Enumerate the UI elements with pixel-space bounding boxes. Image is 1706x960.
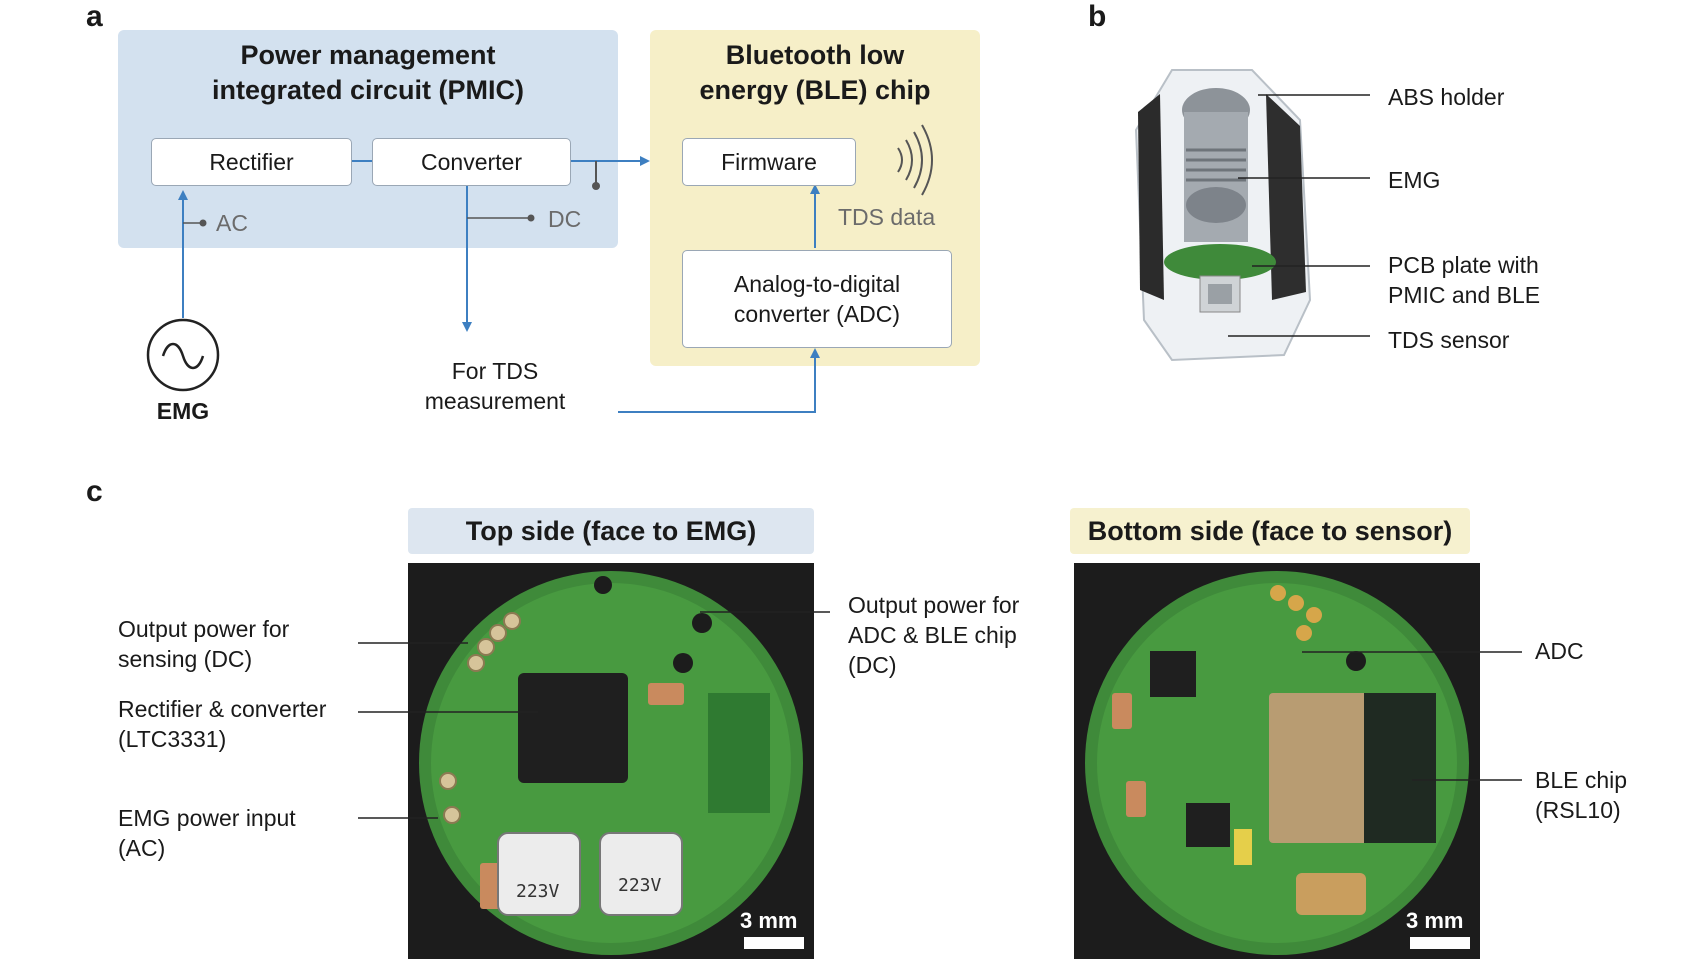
- panel-letter-b: b: [1088, 0, 1107, 33]
- bottom-side-header: Bottom side (face to sensor): [1070, 508, 1470, 554]
- panel-letter-a: a: [86, 0, 103, 33]
- tds-data-label: TDS data: [838, 204, 936, 230]
- inductor-marking-1: 223V: [516, 881, 560, 902]
- pmic-title: Power management integrated circuit (PMI…: [211, 40, 525, 105]
- panel-letter-c: c: [86, 475, 103, 508]
- emg-power-input-label: EMG power input (AC): [118, 805, 296, 861]
- firmware-box: Firmware: [682, 138, 856, 186]
- emg-label: EMG: [1388, 167, 1441, 193]
- bottom-side-photo: 3 mm: [1074, 563, 1480, 959]
- adc-chip-label: ADC: [1535, 638, 1584, 664]
- top-side-header: Top side (face to EMG): [408, 508, 814, 554]
- scale-label-top: 3 mm: [740, 908, 798, 933]
- pcb-plate-label: PCB plate with PMIC and BLE: [1388, 252, 1541, 308]
- ac-label: AC: [216, 210, 248, 236]
- ble-chip-label: BLE chip (RSL10): [1535, 767, 1628, 823]
- emg-source-label: EMG: [156, 398, 210, 424]
- tds-sensor-label: TDS sensor: [1388, 327, 1510, 353]
- top-side-photo: 223V 223V 3 mm: [408, 563, 814, 959]
- abs-holder-label: ABS holder: [1388, 84, 1505, 110]
- inductor-marking-2: 223V: [618, 875, 662, 896]
- scale-bar-bottom: [1410, 937, 1470, 949]
- tds-measurement-label: For TDS measurement: [424, 358, 566, 414]
- scale-label-bottom: 3 mm: [1406, 908, 1464, 933]
- ble-title: Bluetooth low energy (BLE) chip: [699, 40, 931, 105]
- rectifier-box: Rectifier: [151, 138, 352, 186]
- output-adc-ble-label: Output power for ADC & BLE chip (DC): [848, 592, 1020, 678]
- output-sensing-label: Output power for sensing (DC): [118, 616, 290, 672]
- wireless-signal-icon: [897, 124, 933, 196]
- rectifier-converter-label: Rectifier & converter (LTC3331): [118, 696, 327, 752]
- dc-label: DC: [548, 206, 582, 232]
- scale-bar-top: [744, 937, 804, 949]
- adc-box: Analog-to-digital converter (ADC): [682, 250, 952, 348]
- converter-box: Converter: [372, 138, 571, 186]
